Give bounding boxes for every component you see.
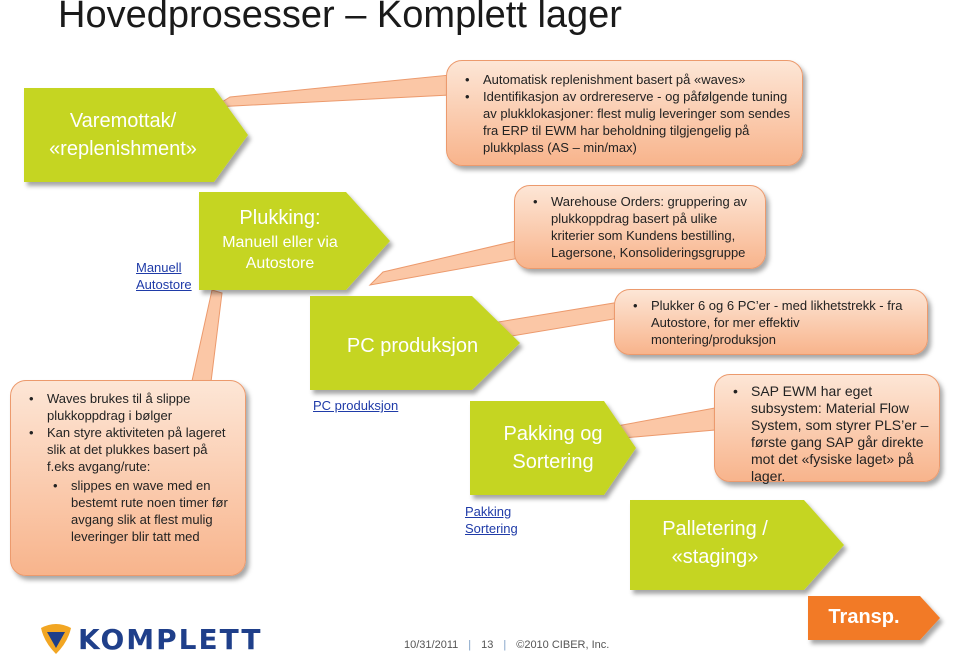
waves-note: Waves brukes til å slippe plukkoppdrag i… bbox=[10, 380, 246, 576]
warehouse-orders-note: Warehouse Orders: gruppering av plukkopp… bbox=[514, 185, 766, 269]
footer-copyright: ©2010 CIBER, Inc. bbox=[516, 639, 610, 651]
page-title: Hovedprosesser – Komplett lager bbox=[58, 0, 622, 36]
plukker-note-item: Plukker 6 og 6 PC’er - med likhetstrekk … bbox=[633, 297, 919, 348]
replenishment-note-item-1: Automatisk replenishment basert på «wave… bbox=[465, 71, 792, 88]
varemottak-line-2: «replenishment» bbox=[49, 138, 197, 160]
warehouse-orders-note-item: Warehouse Orders: gruppering av plukkopp… bbox=[533, 193, 757, 261]
pakking-line-1: Pakking og bbox=[503, 423, 603, 445]
pc-produksjon-link[interactable]: PC produksjon bbox=[313, 398, 399, 413]
varemottak-label: Varemottak/ «replenishment» bbox=[28, 107, 218, 163]
palletering-arrow bbox=[630, 500, 844, 590]
pakking-line-2: Sortering bbox=[512, 451, 594, 473]
komplett-logo-text: KOMPLETT bbox=[78, 623, 263, 656]
footer: 10/31/2011|13|©2010 CIBER, Inc. bbox=[404, 639, 610, 651]
replenishment-callout-tail bbox=[212, 74, 451, 108]
palletering-label: Palletering / «staging» bbox=[640, 515, 790, 571]
plukker-note: Plukker 6 og 6 PC’er - med likhetstrekk … bbox=[614, 289, 928, 355]
manuell-autostore-link[interactable]: Manuell Autostore bbox=[136, 259, 192, 293]
plukking-body-line-2: Autostore bbox=[245, 255, 315, 272]
pc-produksjon-label: PC produksjon bbox=[346, 335, 479, 357]
sap-ewm-note: SAP EWM har eget subsystem: Material Flo… bbox=[714, 374, 940, 485]
sap-ewm-note-item: SAP EWM har eget subsystem: Material Flo… bbox=[733, 383, 931, 485]
plukking-body-line-1: Manuell eller via bbox=[222, 234, 338, 251]
autostore-link-text[interactable]: Autostore bbox=[136, 277, 192, 292]
komplett-logo-mark-icon bbox=[41, 624, 71, 654]
sortering-link-text[interactable]: Sortering bbox=[465, 521, 518, 536]
manuell-link-text[interactable]: Manuell bbox=[136, 260, 182, 275]
pc-produksjon-arrow bbox=[310, 296, 520, 390]
plukking-arrow bbox=[199, 192, 390, 290]
pakking-label: Pakking og Sortering bbox=[478, 420, 628, 476]
palletering-line-1: Palletering / bbox=[662, 518, 768, 540]
pakking-link-text[interactable]: Pakking bbox=[465, 504, 512, 519]
plukking-label: Plukking: Manuell eller via Autostore bbox=[205, 204, 355, 274]
transp-label: Transp. bbox=[828, 606, 900, 628]
varemottak-arrow bbox=[24, 88, 248, 182]
waves-note-item-1: Waves brukes til å slippe plukkoppdrag i… bbox=[29, 390, 237, 424]
transp-arrow bbox=[808, 596, 940, 640]
varemottak-line-1: Varemottak/ bbox=[69, 110, 177, 132]
palletering-line-2: «staging» bbox=[671, 546, 759, 568]
waves-callout-tail bbox=[189, 289, 223, 391]
waves-note-item-2: Kan styre aktiviteten på lageret slik at… bbox=[29, 424, 237, 475]
pakking-arrow bbox=[470, 401, 636, 495]
plukking-heading: Plukking: bbox=[239, 207, 321, 229]
replenishment-note: Automatisk replenishment basert på «wave… bbox=[446, 60, 803, 166]
komplett-logo: KOMPLETT bbox=[38, 622, 260, 658]
pakking-sortering-link[interactable]: Pakking Sortering bbox=[465, 503, 518, 537]
footer-page-number: 13 bbox=[481, 639, 494, 651]
replenishment-note-item-2: Identifikasjon av ordrereserve - og påfø… bbox=[465, 88, 792, 156]
waves-note-subitem-1: slippes en wave med en bestemt rute noen… bbox=[53, 477, 237, 545]
footer-date: 10/31/2011 bbox=[404, 639, 459, 651]
warehouse-callout-tail bbox=[368, 239, 521, 286]
